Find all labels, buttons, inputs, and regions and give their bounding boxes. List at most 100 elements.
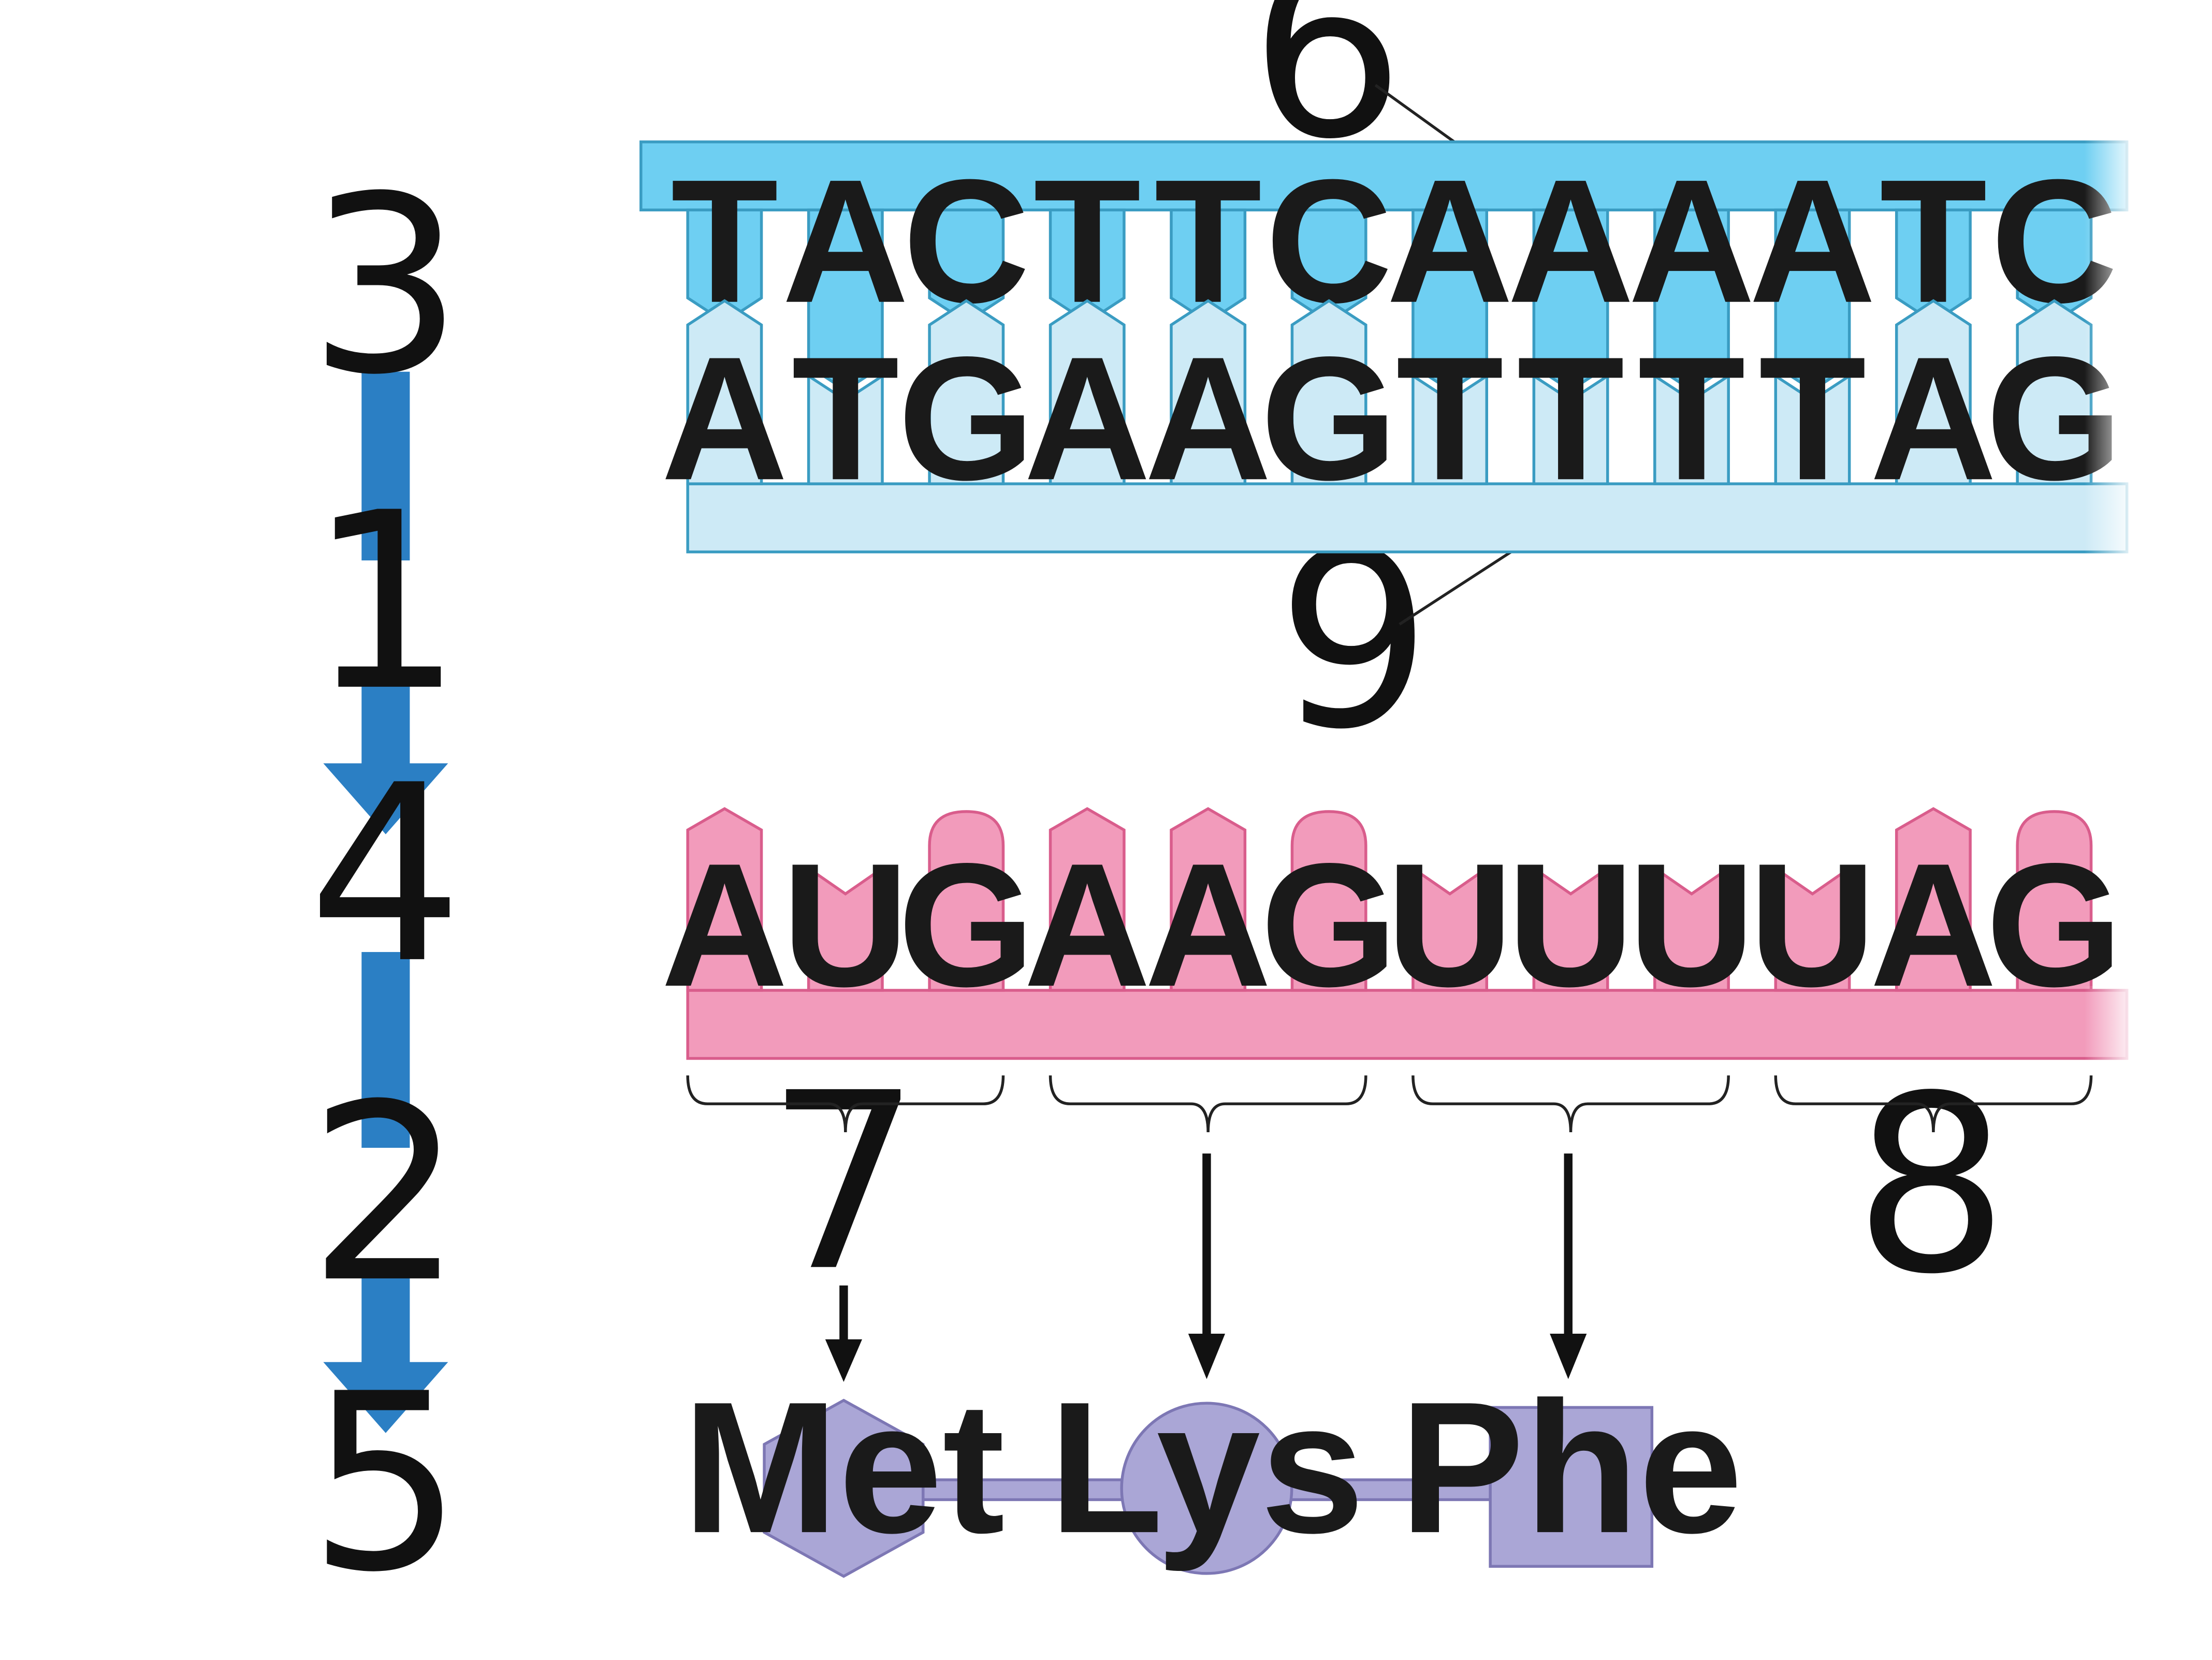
dna-top-base-shape bbox=[1532, 208, 1609, 392]
mrna-base-label: U bbox=[1386, 827, 1513, 1023]
dna-top-base-shape bbox=[1049, 208, 1126, 324]
mrna-base-shape bbox=[1049, 807, 1126, 992]
mrna-right-fade bbox=[2084, 986, 2130, 1064]
dna-top-base-shape bbox=[1411, 208, 1489, 392]
arrow-shaft-4-2 bbox=[361, 952, 410, 1148]
dna-bottom-base-label: T bbox=[1759, 320, 1866, 516]
dna-bottom-backbone bbox=[686, 482, 2129, 554]
dna-bottom-base-shape bbox=[928, 299, 1005, 485]
dna-bottom-base-shape bbox=[686, 299, 763, 485]
dna-bottom-base-label: T bbox=[1517, 320, 1624, 516]
dna-bottom-base-label: A bbox=[1870, 320, 1997, 516]
arrowhead-codon1-met bbox=[825, 1339, 862, 1382]
mrna-base-label: G bbox=[1261, 827, 1398, 1023]
dna-top-base-shape bbox=[1170, 208, 1247, 324]
amino-acid-phe-square bbox=[1489, 1406, 1654, 1568]
amino-acid-met-hexagon bbox=[763, 1398, 925, 1578]
mrna-base-shape bbox=[2016, 810, 2093, 992]
dna-top-base-shape bbox=[1895, 208, 1972, 324]
arrow-shaft-3-1 bbox=[361, 371, 410, 561]
dna-top-base-shape bbox=[686, 208, 763, 324]
process-arrows bbox=[323, 371, 448, 1433]
dna-bottom-base-shape bbox=[1170, 299, 1247, 485]
label-3: 3 bbox=[308, 145, 463, 428]
dna-bottom-base-shape bbox=[1049, 299, 1126, 485]
dna-top-backbone bbox=[639, 140, 2129, 212]
label-8: 8 bbox=[1854, 1044, 2009, 1328]
mrna-base-label: A bbox=[661, 827, 788, 1023]
dna-top-base-label: A bbox=[1386, 143, 1513, 339]
dna-top-base-shape bbox=[1290, 208, 1367, 324]
mrna-base-shape bbox=[1774, 865, 1851, 992]
codon-brace bbox=[1774, 1075, 2093, 1132]
amino-acid-phe-label: Phe bbox=[1400, 1363, 1743, 1572]
label-4: 4 bbox=[308, 733, 463, 1017]
dna-top-base-label: A bbox=[1507, 143, 1634, 339]
dna-right-fade bbox=[2084, 135, 2130, 561]
mrna-base-label: U bbox=[1507, 827, 1634, 1023]
dna-bottom-base-shape bbox=[1411, 373, 1489, 485]
dna-bottom-base-label: A bbox=[661, 320, 788, 516]
arrowhead-codon2-lys bbox=[1188, 1333, 1226, 1379]
leader-line-6 bbox=[1374, 84, 1467, 152]
mrna-base-label: A bbox=[1024, 827, 1151, 1023]
translation-arrows bbox=[825, 1153, 1587, 1382]
dna-bottom-base-label: G bbox=[898, 320, 1035, 516]
codon-braces bbox=[686, 1075, 2093, 1132]
dna-bottom-base-label: T bbox=[1638, 320, 1745, 516]
dna-bottom-base-shape bbox=[1653, 373, 1730, 485]
dna-bottom-base-label: A bbox=[1145, 320, 1272, 516]
arrow-shaft-2-5 bbox=[361, 1274, 410, 1365]
mrna-base-shape bbox=[928, 810, 1005, 992]
label-5: 5 bbox=[308, 1342, 463, 1626]
label-1: 1 bbox=[308, 461, 463, 745]
arrowhead-codon3-phe bbox=[1550, 1333, 1587, 1379]
mrna-backbone bbox=[686, 989, 2129, 1060]
dna-top-base-label: A bbox=[782, 143, 909, 339]
codon-brace bbox=[686, 1075, 1005, 1132]
dna-bottom-base-label: T bbox=[792, 320, 899, 516]
dna-top-base-shape bbox=[807, 208, 884, 392]
dna-top-base-shape bbox=[1774, 208, 1851, 392]
dna-bottom-base-label: G bbox=[1261, 320, 1398, 516]
dna-bottom-base-shape bbox=[1532, 373, 1609, 485]
mrna-base-label: A bbox=[1870, 827, 1997, 1023]
dna-top-base-shape bbox=[928, 208, 1005, 324]
dna-bottom-base-shape bbox=[1290, 299, 1367, 485]
mrna-base-label: G bbox=[898, 827, 1035, 1023]
label-7: 7 bbox=[766, 1041, 922, 1325]
codon-brace bbox=[1411, 1075, 1730, 1132]
amino-acid-lys-label: Lys bbox=[1049, 1363, 1364, 1573]
codon-brace bbox=[1049, 1075, 1367, 1132]
arrow-head-2-5 bbox=[323, 1362, 448, 1433]
mrna-base-shape bbox=[1895, 807, 1972, 992]
dna-bottom-base-label: A bbox=[1024, 320, 1151, 516]
dna-bottom-base-shape bbox=[1774, 373, 1851, 485]
dna-top-base-label: A bbox=[1749, 143, 1876, 339]
mrna-base-label: A bbox=[1145, 827, 1272, 1023]
mrna-base-label: U bbox=[1749, 827, 1876, 1023]
mrna-base-shape bbox=[686, 807, 763, 992]
amino-acid-lys-circle bbox=[1120, 1402, 1293, 1575]
polypeptide-chain: Met Lys Phe bbox=[682, 1363, 1743, 1578]
dna-top-base-shape bbox=[2016, 208, 2093, 324]
dna-bottom-base-shape bbox=[807, 373, 884, 485]
amino-acid-met-label: Met bbox=[682, 1363, 1005, 1572]
mrna-base-shape bbox=[1170, 807, 1247, 992]
mrna-base-shape bbox=[1653, 865, 1730, 992]
arrow-shaft-1-4 bbox=[361, 675, 410, 767]
dna-bottom-base-shape bbox=[2016, 299, 2093, 485]
dna-top-base-shape bbox=[1653, 208, 1730, 392]
mrna-base-label: U bbox=[1628, 827, 1755, 1023]
mrna-base-shape bbox=[1411, 865, 1489, 992]
dna-bottom-base-label: T bbox=[1396, 320, 1503, 516]
mrna-base-shape bbox=[807, 865, 884, 992]
arrow-head-1-4 bbox=[323, 763, 448, 834]
dna-bottom-base-shape bbox=[1895, 299, 1972, 485]
